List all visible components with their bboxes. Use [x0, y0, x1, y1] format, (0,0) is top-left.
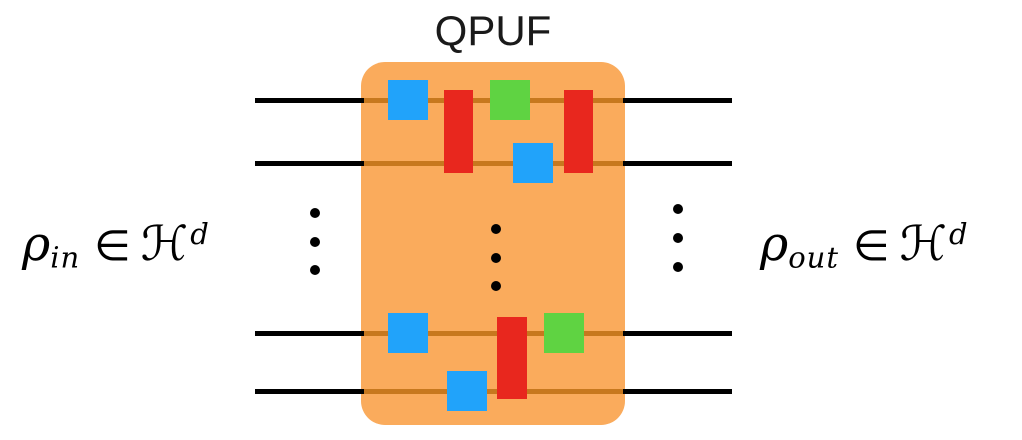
dimension-superscript-right: d [949, 217, 968, 252]
ellipsis-center-dot-3 [491, 281, 501, 291]
single-qubit-gate-blue-w4 [447, 371, 487, 411]
wire-2-inner-segment [361, 160, 625, 166]
output-state-label: ρout ∈ℋd [760, 216, 968, 274]
wire-3-left-segment [255, 330, 364, 336]
ellipsis-left-dot-1 [310, 208, 320, 218]
wire-3-inner-segment [361, 330, 625, 336]
rho-in-subscript: in [50, 240, 81, 275]
figure-title: QPUF [434, 7, 552, 54]
two-qubit-gate-red-w1w2-a [444, 90, 473, 173]
wire-2-right-segment [623, 160, 732, 166]
hilbert-space-symbol-right: ℋ [899, 216, 948, 272]
rho-out-symbol: ρ [760, 216, 789, 272]
ellipsis-right-dot-1 [673, 204, 683, 214]
element-of-symbol-left: ∈ [94, 221, 131, 270]
ellipsis-center-dot-1 [491, 224, 501, 234]
element-of-symbol-right: ∈ [853, 221, 890, 270]
wire-4-left-segment [255, 388, 364, 394]
wire-4-right-segment [623, 388, 732, 394]
two-qubit-gate-red-w1w2-b [564, 90, 593, 173]
hilbert-space-symbol-left: ℋ [140, 216, 189, 272]
ellipsis-right-dot-3 [673, 262, 683, 272]
wire-3-right-segment [623, 330, 732, 336]
dimension-superscript-left: d [190, 217, 209, 252]
wire-2-left-segment [255, 160, 364, 166]
single-qubit-gate-blue-w1 [388, 80, 428, 120]
two-qubit-gate-red-w3w4 [497, 317, 527, 399]
input-state-label: ρin ∈ℋd [22, 216, 209, 274]
ellipsis-center-dot-2 [491, 253, 501, 263]
single-qubit-gate-blue-w3 [388, 313, 428, 353]
rho-out-subscript: out [788, 240, 840, 275]
wire-1-right-segment [623, 97, 732, 103]
ellipsis-right-dot-2 [673, 233, 683, 243]
wire-4-inner-segment [361, 388, 625, 394]
wire-1-left-segment [255, 97, 364, 103]
rho-in-symbol: ρ [22, 216, 51, 272]
ellipsis-left-dot-2 [310, 237, 320, 247]
single-qubit-gate-green-w1 [490, 80, 530, 120]
single-qubit-gate-blue-w2 [513, 143, 553, 183]
ellipsis-left-dot-3 [310, 265, 320, 275]
single-qubit-gate-green-w3 [544, 313, 584, 353]
